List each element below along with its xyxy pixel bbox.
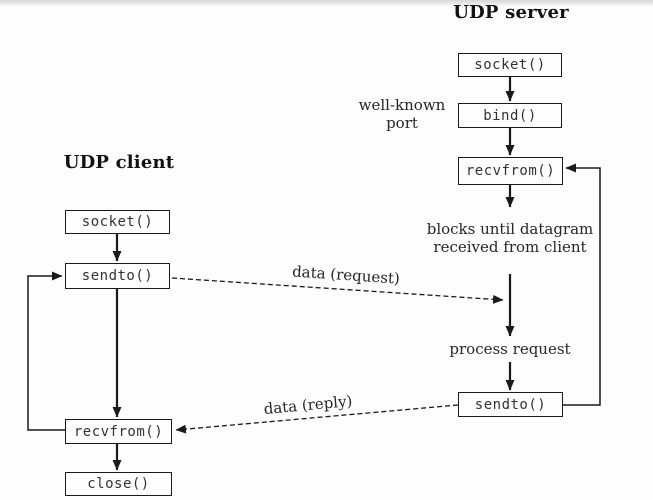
top-edge-shade (0, 0, 653, 7)
blocks-note-line2: received from client (433, 238, 587, 256)
well-known-port-line2: port (386, 114, 418, 132)
client-socket-box: socket() (65, 210, 170, 234)
server-sendto-box: sendto() (458, 392, 563, 417)
client-close-box: close() (65, 472, 172, 496)
server-socket-box: socket() (458, 53, 562, 77)
data-request-label: data (request) (291, 262, 401, 288)
data-reply-label: data (reply) (262, 391, 354, 419)
blocks-note: blocks until datagram received from clie… (418, 220, 602, 256)
process-request-note: process request (449, 340, 571, 358)
server-bind-box: bind() (458, 103, 562, 128)
server-recvfrom-box: recvfrom() (458, 157, 563, 185)
client-recvfrom-box: recvfrom() (65, 419, 172, 444)
blocks-note-line1: blocks until datagram (426, 220, 594, 238)
client-sendto-box: sendto() (65, 263, 170, 289)
well-known-port-line1: well-known (358, 96, 446, 114)
server-title: UDP server (453, 2, 569, 23)
well-known-port-note: well-known port (352, 96, 452, 132)
client-title: UDP client (63, 152, 175, 173)
arrow-server-loop-sendto-to-recvfrom (563, 163, 601, 406)
arrow-client-loop-recvfrom-to-sendto (27, 271, 65, 431)
